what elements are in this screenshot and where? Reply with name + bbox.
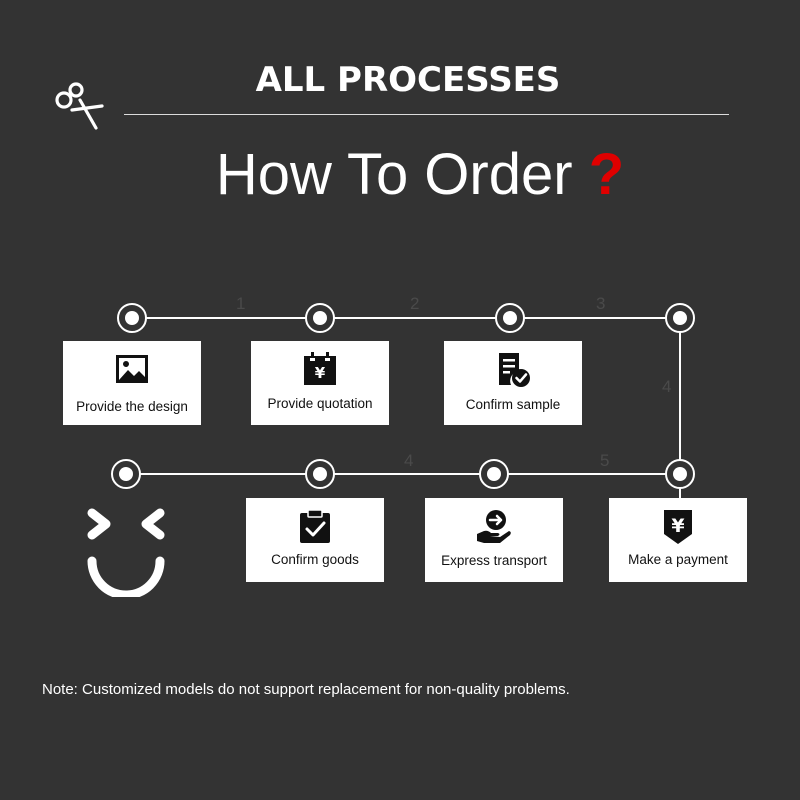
question-mark: ? bbox=[588, 142, 625, 207]
image-icon bbox=[116, 355, 148, 383]
main-title-text: How To Order bbox=[215, 142, 573, 207]
svg-text:¥: ¥ bbox=[315, 364, 326, 382]
faint-number-4a: 4 bbox=[662, 377, 671, 396]
flow-node bbox=[479, 459, 509, 489]
step-label: Make a payment bbox=[628, 552, 728, 567]
clipboard-check-icon bbox=[300, 509, 330, 543]
flow-node bbox=[117, 303, 147, 333]
flow-node bbox=[305, 459, 335, 489]
step-card-express-transport: Express transport bbox=[425, 498, 563, 582]
yen-calendar-icon: ¥ bbox=[304, 352, 336, 385]
flow-node bbox=[495, 303, 525, 333]
flow-node bbox=[665, 459, 695, 489]
main-title: How To Order ? bbox=[0, 140, 800, 210]
flow-node bbox=[305, 303, 335, 333]
faint-number-4b: 4 bbox=[404, 451, 413, 470]
faint-number-2: 2 bbox=[410, 294, 419, 313]
step-label: Provide the design bbox=[76, 399, 188, 414]
faint-number-3: 3 bbox=[596, 294, 605, 313]
header-divider bbox=[124, 114, 729, 115]
scissors-icon bbox=[55, 82, 104, 130]
step-label: Confirm sample bbox=[465, 397, 561, 412]
note-text: Note: Customized models do not support r… bbox=[42, 681, 570, 698]
smiley-icon bbox=[87, 508, 165, 597]
faint-number-1: 1 bbox=[236, 294, 245, 313]
svg-text:¥: ¥ bbox=[671, 515, 684, 537]
hand-arrow-icon bbox=[477, 510, 511, 543]
step-card-confirm-goods: Confirm goods bbox=[246, 498, 384, 582]
yen-arrow-down-icon: ¥ bbox=[664, 510, 692, 544]
flow-node bbox=[111, 459, 141, 489]
flow-node bbox=[665, 303, 695, 333]
header-title: ALL PROCESSES bbox=[255, 60, 561, 100]
step-card-confirm-sample: Confirm sample bbox=[444, 341, 582, 425]
flow-nodes bbox=[111, 303, 695, 489]
document-check-icon bbox=[499, 353, 530, 387]
step-card-make-payment: ¥ Make a payment bbox=[609, 498, 747, 582]
step-label: Express transport bbox=[441, 553, 547, 568]
step-card-provide-design: Provide the design bbox=[63, 341, 201, 425]
step-label: Provide quotation bbox=[267, 396, 373, 411]
faint-number-5: 5 bbox=[600, 451, 609, 470]
step-card-provide-quotation: ¥ Provide quotation bbox=[251, 341, 389, 425]
step-label: Confirm goods bbox=[271, 552, 359, 567]
